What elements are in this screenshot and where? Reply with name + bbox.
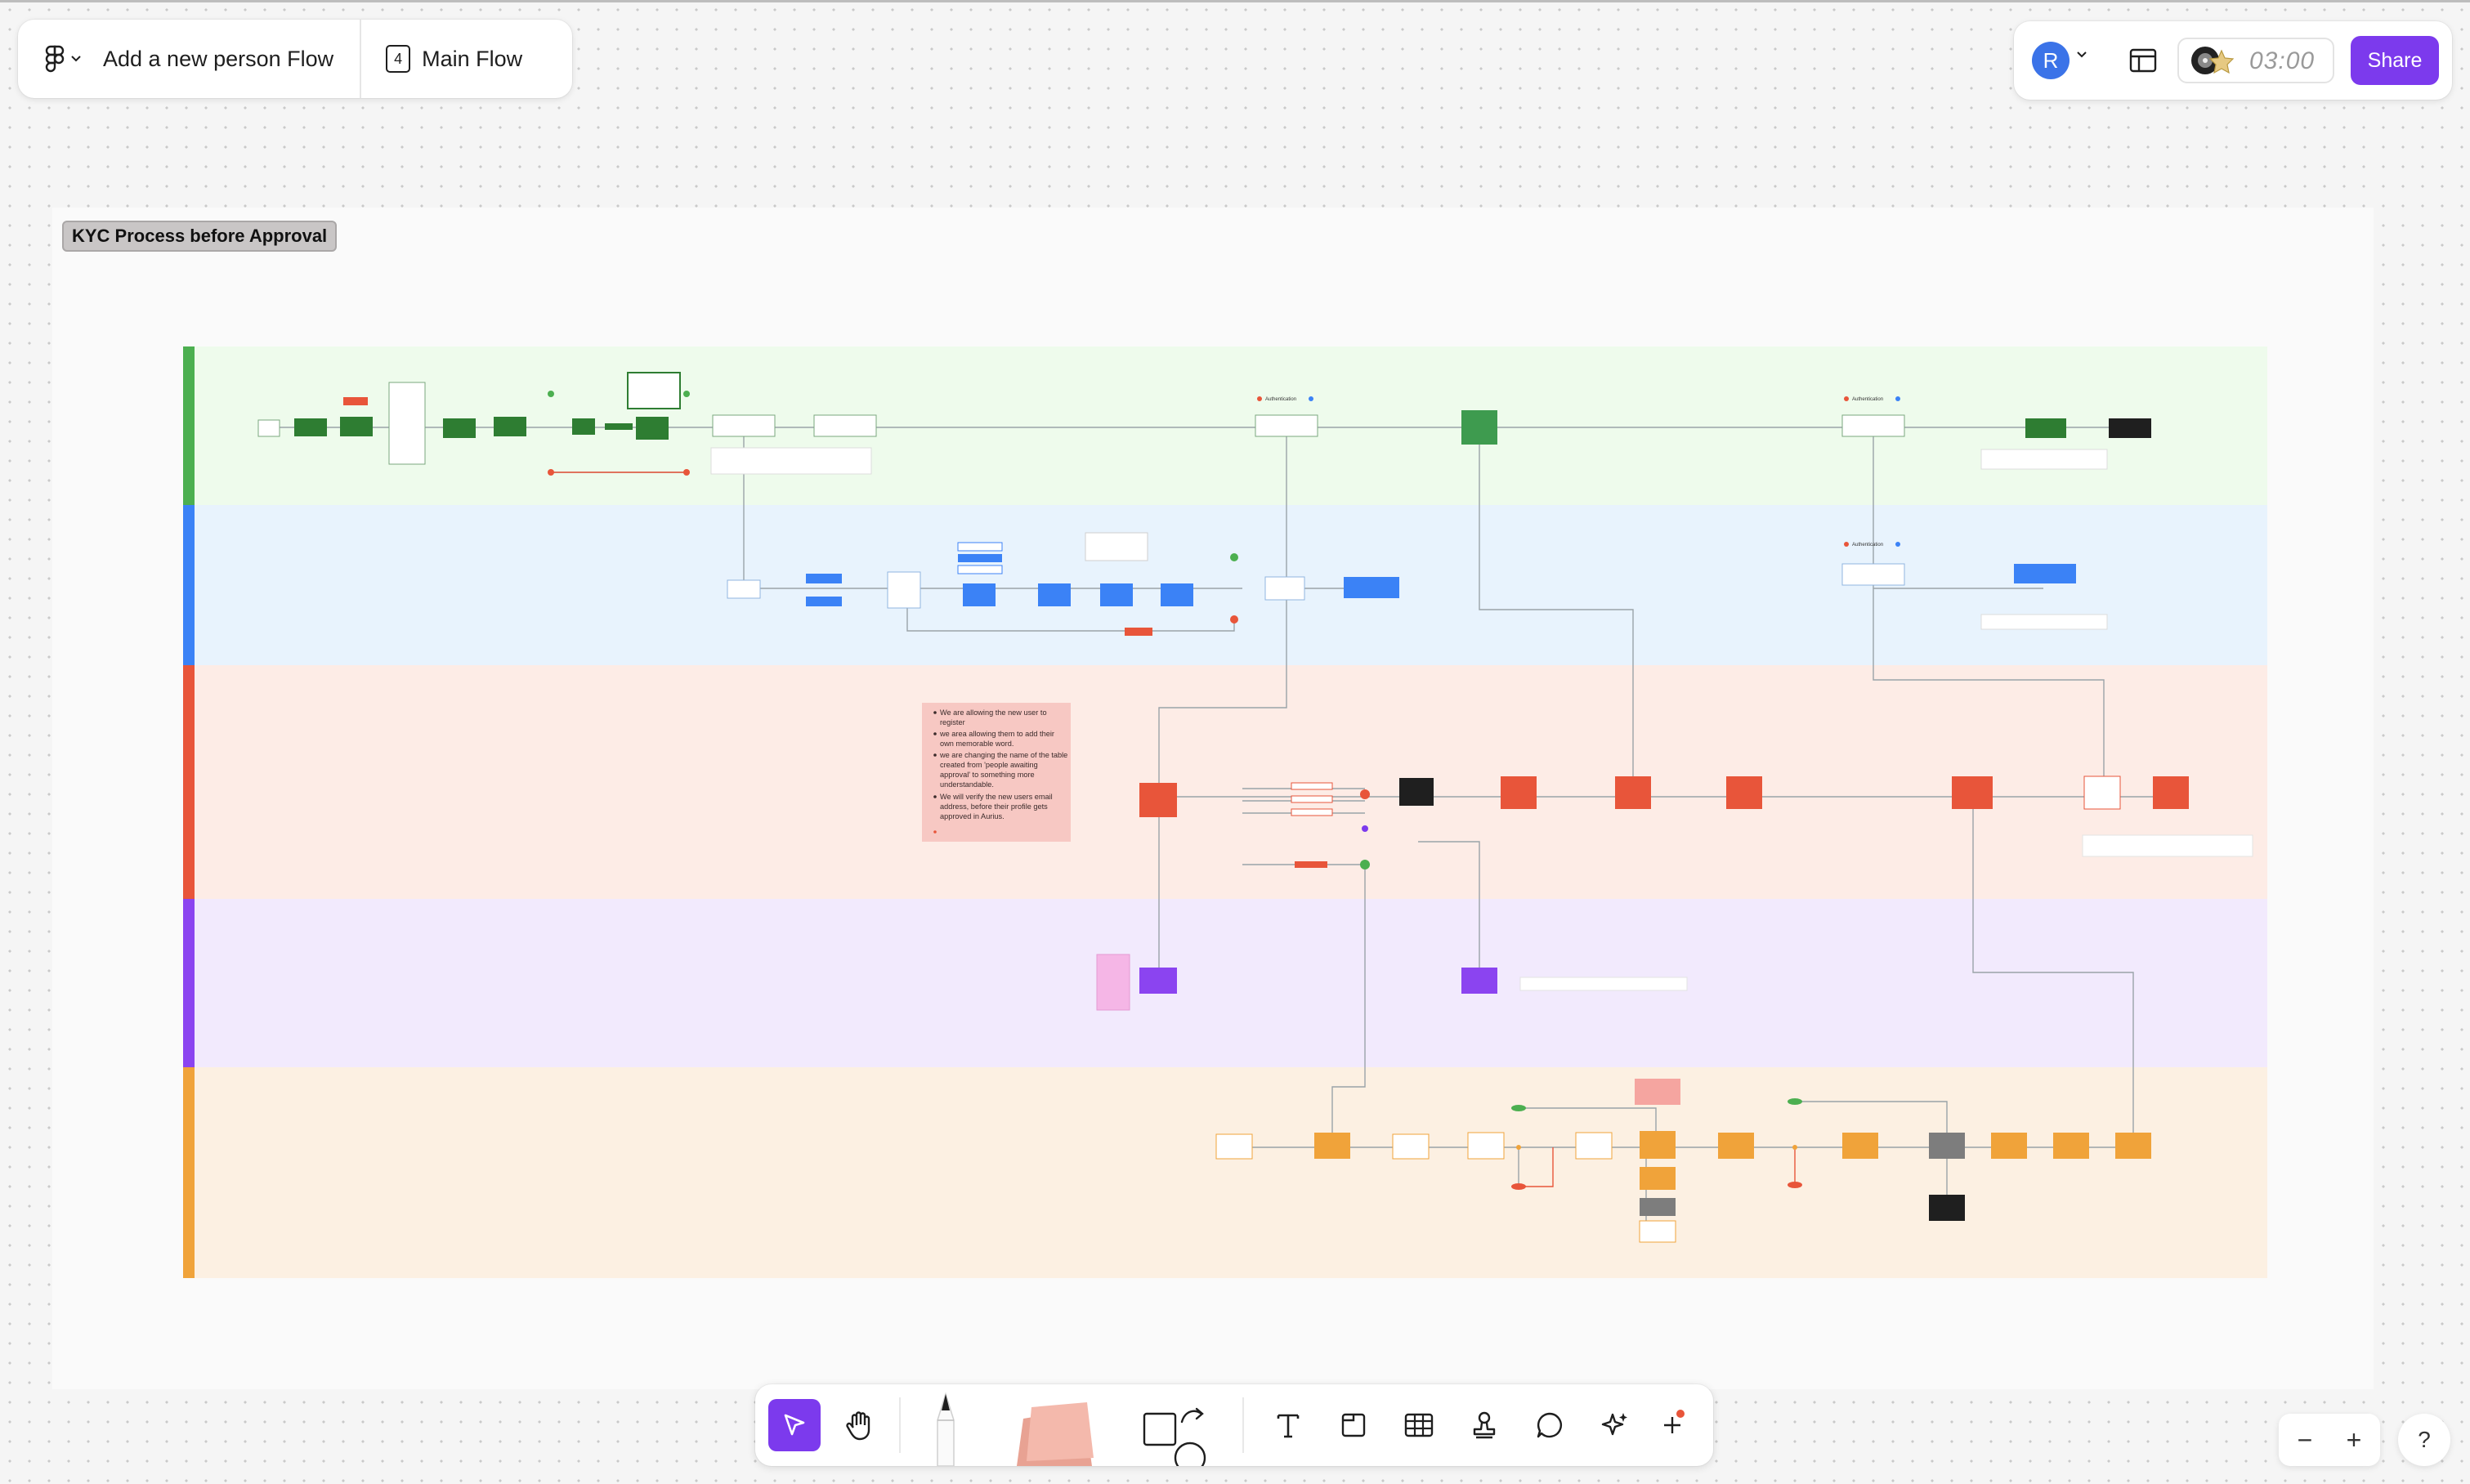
zoom-control: − + (2279, 1414, 2380, 1466)
orange-lane-nodes (1215, 1079, 2151, 1243)
page-name: Main Flow (422, 46, 523, 71)
page-number: 4 (394, 50, 403, 67)
frame-tool[interactable] (1327, 1399, 1380, 1451)
marker-pen-icon (937, 1392, 955, 1466)
page-icon: 4 (386, 45, 411, 73)
sticky-note-icon (1017, 1402, 1094, 1466)
table-icon (1404, 1413, 1434, 1437)
file-name[interactable]: Add a new person Flow (103, 46, 334, 71)
text-tool[interactable] (1262, 1399, 1314, 1451)
help-button[interactable]: ? (2398, 1414, 2450, 1466)
zoom-out-button[interactable]: − (2297, 1424, 2313, 1455)
svg-text:approval' to something more: approval' to something more (940, 771, 1035, 779)
main-menu-button[interactable] (18, 20, 82, 98)
green-lane-nodes (257, 372, 2151, 476)
table-tool[interactable] (1393, 1399, 1445, 1451)
hand-tool[interactable] (834, 1399, 886, 1451)
timer-button[interactable]: 03:00 (2177, 38, 2334, 83)
red-lane-nodes (1139, 776, 2253, 869)
avatar-letter: R (2043, 47, 2059, 73)
svg-text:we area allowing them to add t: we area allowing them to add their (939, 730, 1054, 738)
zoom-in-button[interactable]: + (2346, 1424, 2362, 1455)
svg-text:Authentication: Authentication (1852, 397, 1883, 402)
hand-icon (846, 1411, 870, 1441)
ai-tool[interactable] (1589, 1399, 1641, 1451)
share-button[interactable]: Share (2351, 36, 2439, 85)
authentication-chips: Authentication Authentication Authentica… (1257, 396, 1900, 548)
file-toolbar: Add a new person Flow 4 Main Flow (18, 20, 572, 98)
svg-text:we are changing the name of th: we are changing the name of the table (939, 751, 1067, 759)
stamp-tool[interactable] (1458, 1399, 1510, 1451)
figma-logo-icon (45, 45, 65, 73)
select-tool[interactable] (768, 1399, 821, 1451)
toolbar-divider (360, 20, 362, 98)
blue-lane-nodes (727, 532, 2108, 636)
plus-icon (1664, 1410, 1685, 1433)
svg-text:Authentication: Authentication (1265, 397, 1296, 402)
shape-tool[interactable] (1133, 1406, 1218, 1466)
purple-lane-nodes (1096, 954, 1688, 1011)
section-frame-icon (1341, 1413, 1366, 1437)
toolbar-divider (1242, 1397, 1244, 1453)
canvas-section[interactable]: KYC Process before Approval (52, 208, 2374, 1389)
sparkle-icon (1601, 1413, 1627, 1436)
red-connectors (549, 472, 1796, 1187)
svg-text:We are allowing the new user t: We are allowing the new user to (940, 708, 1047, 717)
svg-text:created from 'people awaiting: created from 'people awaiting (940, 761, 1038, 769)
sticky-tool[interactable] (1012, 1401, 1097, 1466)
stamp-icon (1473, 1411, 1496, 1439)
svg-text:We will verify the new users e: We will verify the new users email (940, 793, 1053, 801)
chevron-down-icon (71, 56, 81, 62)
comment-tool[interactable] (1524, 1399, 1576, 1451)
collab-toolbar: R 03:00 Share (2014, 21, 2452, 100)
svg-text:approved in Aurius.: approved in Aurius. (940, 812, 1005, 820)
cursor-arrow-icon (784, 1414, 805, 1436)
section-title[interactable]: KYC Process before Approval (62, 221, 338, 252)
svg-text:Authentication: Authentication (1852, 543, 1883, 548)
page-selector[interactable]: 4 Main Flow (361, 45, 522, 73)
more-tool[interactable] (1646, 1399, 1698, 1451)
shapes-icon (1143, 1407, 1206, 1466)
music-disc-icon (2191, 47, 2235, 74)
layout-icon[interactable] (2127, 44, 2159, 77)
comment-bubble-icon (1537, 1412, 1562, 1438)
swimlane-diagram[interactable]: Authentication Authentication Authentica… (52, 208, 2374, 1389)
svg-text:register: register (940, 718, 965, 726)
svg-text:address, before their profile: address, before their profile gets (940, 802, 1048, 811)
pen-tool[interactable] (925, 1391, 966, 1466)
svg-text:own memorable word.: own memorable word. (940, 740, 1014, 748)
avatar[interactable]: R (2032, 42, 2070, 79)
swimlanes (183, 346, 2267, 1278)
text-icon (1277, 1414, 1300, 1438)
svg-text:understandable.: understandable. (940, 780, 994, 789)
sticky-note: We are allowing the new user to register… (922, 703, 1071, 842)
creation-toolbar (755, 1384, 1713, 1466)
window-top-border (0, 0, 2470, 2)
chevron-down-icon[interactable] (2076, 51, 2087, 59)
toolbar-divider (899, 1397, 901, 1453)
timer-value: 03:00 (2249, 47, 2316, 74)
